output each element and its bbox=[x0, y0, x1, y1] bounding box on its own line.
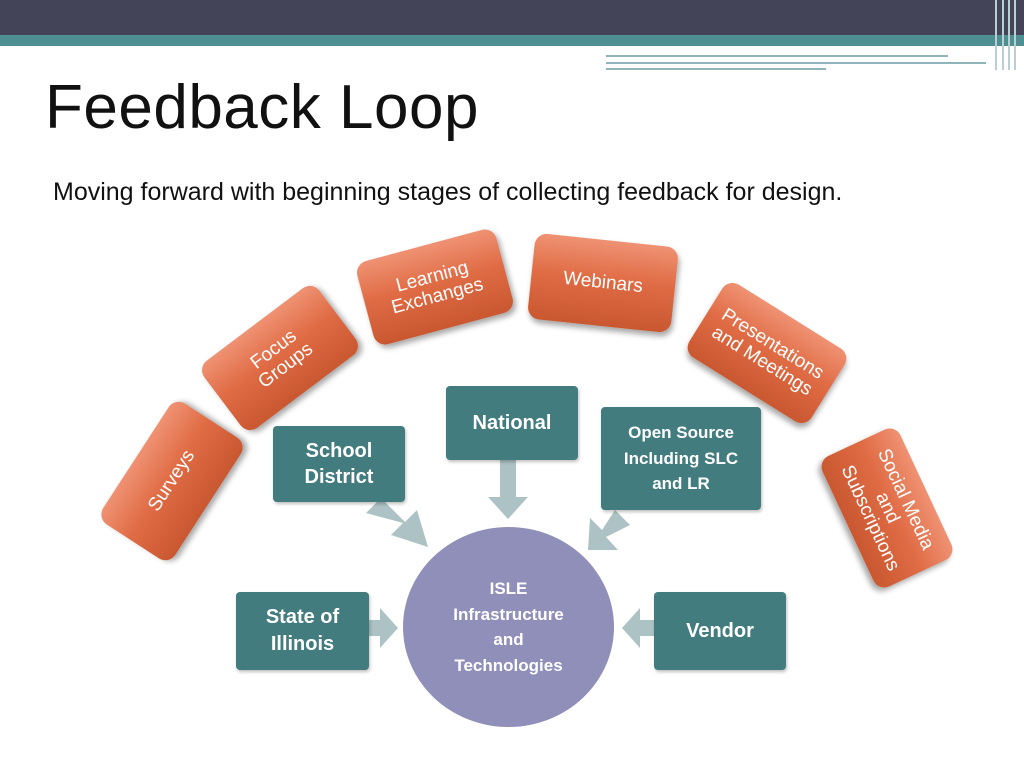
stakeholder-label: School District bbox=[304, 440, 374, 488]
stakeholder-label: Vendor bbox=[686, 619, 754, 642]
channel-webinars: Webinars bbox=[526, 232, 680, 334]
header-line bbox=[606, 68, 826, 70]
slide-subtitle: Moving forward with beginning stages of … bbox=[53, 178, 843, 206]
header-stripe bbox=[1002, 0, 1004, 70]
header-bar bbox=[0, 0, 1024, 35]
center-isle-circle: ISLE Infrastructure and Technologies bbox=[403, 527, 614, 727]
stakeholder-vendor: Vendor bbox=[654, 592, 786, 670]
header-stripe bbox=[995, 0, 997, 70]
center-label: ISLE Infrastructure and Technologies bbox=[453, 579, 564, 675]
channel-label: Webinars bbox=[562, 267, 644, 298]
stakeholder-label: Open Source Including SLC and LR bbox=[623, 423, 739, 494]
stakeholder-school-district: School District bbox=[273, 426, 405, 502]
stakeholder-label: National bbox=[472, 411, 552, 434]
stakeholder-national: National bbox=[446, 386, 578, 460]
arrow-school-district bbox=[366, 498, 428, 547]
stakeholder-state: State of Illinois bbox=[236, 592, 369, 670]
arrow-vendor bbox=[622, 608, 654, 648]
header-line bbox=[606, 55, 948, 57]
header-stripe bbox=[1008, 0, 1010, 70]
arrow-state bbox=[369, 608, 398, 648]
stakeholder-open-source: Open Source Including SLC and LR bbox=[601, 407, 761, 510]
stakeholder-label: State of Illinois bbox=[265, 606, 340, 655]
channel-label: Learning Exchanges bbox=[389, 257, 486, 319]
arrow-national bbox=[488, 460, 528, 519]
header-line bbox=[606, 62, 986, 64]
channel-label: Surveys bbox=[144, 446, 200, 516]
arrow-open-source bbox=[588, 510, 630, 550]
slide-title: Feedback Loop bbox=[45, 73, 479, 142]
header-accent-band bbox=[0, 35, 1024, 46]
header-stripe bbox=[1014, 0, 1016, 70]
